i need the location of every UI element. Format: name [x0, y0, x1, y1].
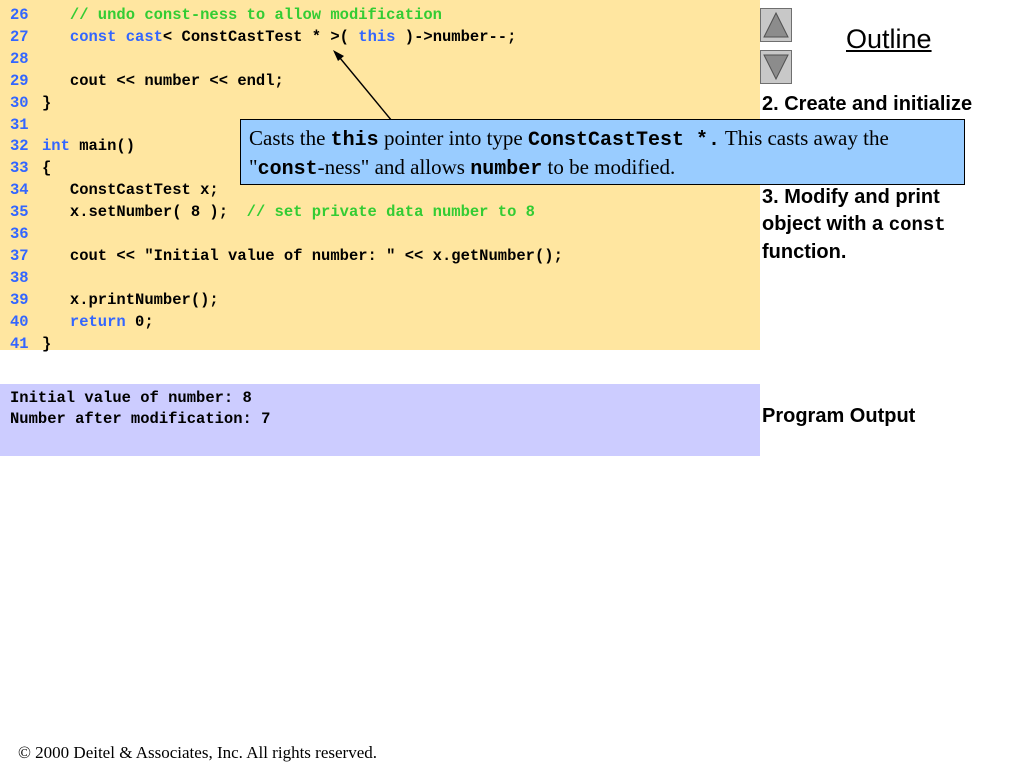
code-comment: // set private data number to 8: [246, 203, 535, 222]
line-number: 32: [10, 137, 29, 156]
outline-step-2: 2. Create and initialize: [762, 93, 973, 115]
code-line: 28: [0, 48, 42, 70]
explanation-callout: Casts the this pointer into type ConstCa…: [240, 119, 965, 185]
code-text: }: [42, 93, 52, 112]
outline-step-3-line-2: object with a const: [762, 211, 946, 239]
output-line-2: Number after modification: 7: [10, 410, 271, 428]
code-keyword: this: [358, 27, 396, 46]
callout-code-this: this: [330, 129, 379, 152]
code-text: ConstCastTest x;: [42, 181, 219, 200]
outline-step-3-line-1: 3. Modify and print: [762, 186, 940, 208]
code-text: x.printNumber();: [42, 290, 219, 309]
triangle-up-icon: [763, 11, 789, 38]
code-text: cout << "Initial value of number: " << x…: [42, 246, 563, 265]
callout-text-2: pointer into type: [378, 126, 528, 150]
outline-title: Outline: [846, 24, 932, 54]
callout-text-3: This casts away the ": [249, 126, 889, 179]
program-output-label: Program Output: [762, 405, 916, 427]
callout-text-1: Casts the: [249, 126, 331, 150]
code-line: 32 int main(): [0, 135, 135, 157]
line-number: 26: [10, 6, 29, 24]
line-number: 37: [10, 246, 29, 265]
code-keyword: return: [69, 312, 126, 331]
code-text: x.setNumber( 8 );: [42, 203, 247, 222]
code-line: 40 return 0;: [0, 311, 154, 333]
line-number: 38: [10, 268, 29, 287]
triangle-down-icon: [763, 54, 789, 81]
code-comment: // undo const-ness to allow modification: [69, 6, 442, 24]
line-number: 34: [10, 181, 29, 200]
code-line: 26 // undo const-ness to allow modificat…: [0, 4, 442, 26]
callout-code-const: const: [257, 158, 318, 181]
code-text: {: [42, 159, 52, 178]
code-line: 29 cout << number << endl;: [0, 70, 284, 92]
code-text: )->number--;: [395, 27, 517, 46]
code-line: 34 ConstCastTest x;: [0, 179, 219, 201]
code-line: 30}: [0, 92, 51, 114]
callout-code-type: ConstCastTest *.: [528, 129, 721, 152]
callout-text-4: -ness" and allows: [317, 155, 471, 179]
code-text: cout << number << endl;: [42, 71, 284, 90]
code-line: 41}: [0, 333, 51, 355]
line-number: 28: [10, 49, 29, 68]
line-number: 36: [10, 225, 29, 243]
outline-step-3-line-3: function.: [762, 241, 847, 263]
code-keyword: int: [42, 137, 70, 156]
code-text: < ConstCastTest * >(: [162, 27, 359, 46]
outline-step-3: 3. Modify and print object with a const …: [762, 184, 946, 266]
code-keyword: const cast: [69, 27, 163, 46]
code-line: 38: [0, 267, 42, 289]
code-text: main(): [69, 137, 136, 156]
code-text: [42, 6, 70, 24]
copyright-footer: © 2000 Deitel & Associates, Inc. All rig…: [18, 743, 377, 762]
code-text: }: [42, 334, 52, 353]
code-text: [42, 28, 70, 46]
line-number: 35: [10, 203, 29, 222]
line-number: 40: [10, 312, 29, 331]
code-line: 35 x.setNumber( 8 ); // set private data…: [0, 201, 535, 223]
next-slide-button[interactable]: [760, 50, 792, 84]
line-number: 27: [10, 27, 29, 46]
line-number: 39: [10, 290, 29, 309]
code-line: 31: [0, 114, 42, 136]
line-number: 30: [10, 93, 29, 112]
line-number: 29: [10, 71, 29, 90]
line-number: 33: [10, 159, 29, 178]
code-text: [42, 313, 70, 331]
program-output-panel: Initial value of number: 8 Number after …: [0, 384, 760, 456]
code-text: 0;: [125, 312, 154, 331]
previous-slide-button[interactable]: [760, 8, 792, 42]
callout-code-number: number: [470, 158, 543, 181]
outline-step-3-text: object with a: [762, 213, 889, 235]
code-line: 27 const cast< ConstCastTest * >( this )…: [0, 26, 516, 48]
outline-step-3-code: const: [888, 214, 946, 236]
code-line: 36: [0, 223, 42, 245]
line-number: 41: [10, 334, 29, 353]
line-number: 31: [10, 115, 29, 134]
callout-text-5: to be modified.: [542, 155, 676, 179]
code-line: 33 {: [0, 157, 51, 179]
output-line-1: Initial value of number: 8: [10, 389, 252, 407]
code-line: 39 x.printNumber();: [0, 289, 219, 311]
code-line: 37 cout << "Initial value of number: " <…: [0, 245, 563, 267]
